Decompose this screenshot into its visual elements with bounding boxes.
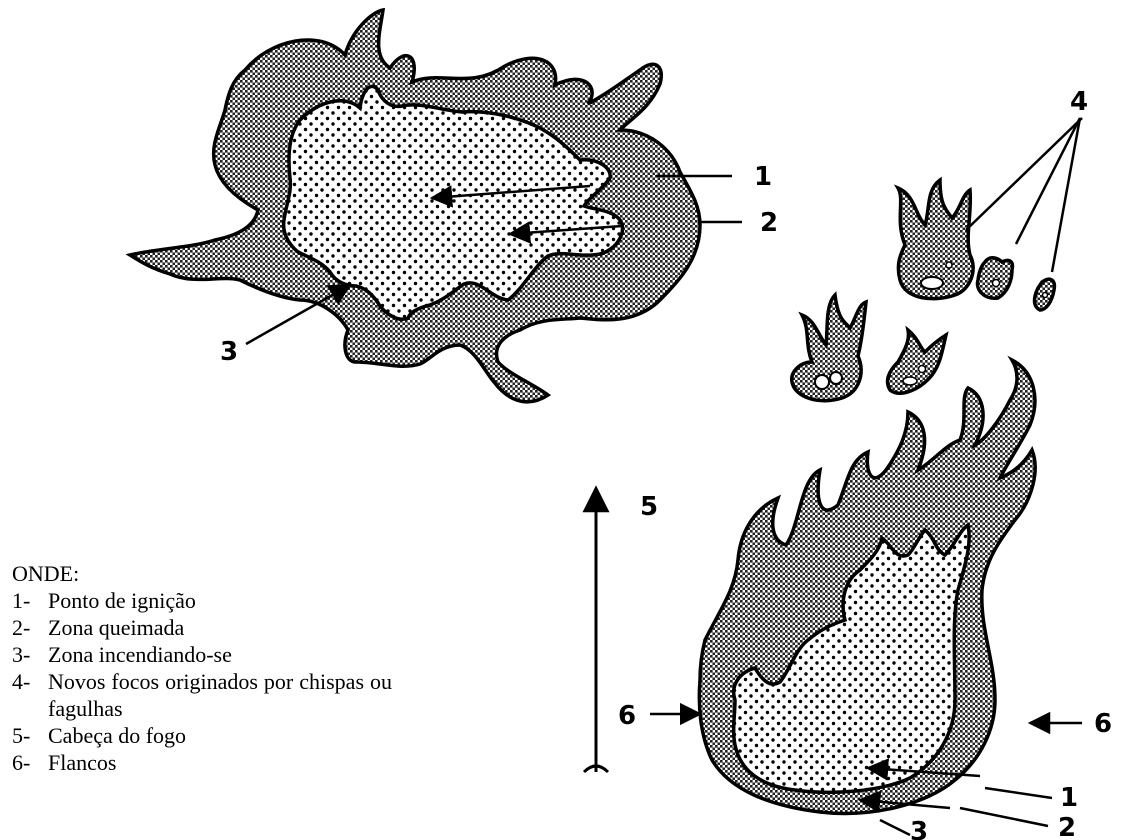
legend-item-text: Flancos xyxy=(48,749,392,776)
legend-item: 2- Zona queimada xyxy=(12,614,392,641)
legend: ONDE: 1- Ponto de ignição 2- Zona queima… xyxy=(12,560,392,776)
burned-leader-bottom xyxy=(960,808,1048,826)
spot-pointer-a xyxy=(966,118,1082,230)
label-head: 5 xyxy=(640,492,658,522)
irregular-fire-shape xyxy=(130,10,700,402)
legend-item-text: Ponto de ignição xyxy=(48,587,392,614)
legend-item-number: 6- xyxy=(12,749,48,776)
ignition-leader-bottom xyxy=(985,788,1052,798)
label-flank-right: 6 xyxy=(1094,709,1112,739)
legend-item: 1- Ponto de ignição xyxy=(12,587,392,614)
spot-pointer-c xyxy=(1052,118,1080,272)
label-ignition-bottom: 1 xyxy=(1060,783,1078,813)
label-ignition-top: 1 xyxy=(754,162,772,192)
legend-item-text: Novos focos originados por chispas ou fa… xyxy=(48,668,392,722)
legend-item-text: Cabeça do fogo xyxy=(48,722,392,749)
legend-item-number: 2- xyxy=(12,614,48,641)
legend-item: 4- Novos focos originados por chispas ou… xyxy=(12,668,392,722)
label-burning-top: 3 xyxy=(220,337,238,367)
flame-fire-shape xyxy=(699,360,1035,813)
legend-item: 6- Flancos xyxy=(12,749,392,776)
legend-title: ONDE: xyxy=(12,560,392,587)
legend-item: 3- Zona incendiando-se xyxy=(12,641,392,668)
spot-fire-e xyxy=(888,330,946,393)
legend-item-text: Zona incendiando-se xyxy=(48,641,392,668)
legend-item-number: 5- xyxy=(12,722,48,749)
burning-leader-bottom xyxy=(880,820,910,835)
legend-item-number: 1- xyxy=(12,587,48,614)
label-burned-top: 2 xyxy=(760,208,778,238)
label-flank-left: 6 xyxy=(618,701,636,731)
spot-pointer-b xyxy=(1016,118,1080,244)
label-burned-bottom: 2 xyxy=(1058,813,1076,840)
legend-item-text: Zona queimada xyxy=(48,614,392,641)
label-burning-bottom: 3 xyxy=(910,817,928,840)
legend-item: 5- Cabeça do fogo xyxy=(12,722,392,749)
legend-item-number: 3- xyxy=(12,641,48,668)
spot-fire-b xyxy=(977,258,1012,298)
label-spot-fires: 4 xyxy=(1070,87,1088,117)
legend-item-number: 4- xyxy=(12,668,48,722)
